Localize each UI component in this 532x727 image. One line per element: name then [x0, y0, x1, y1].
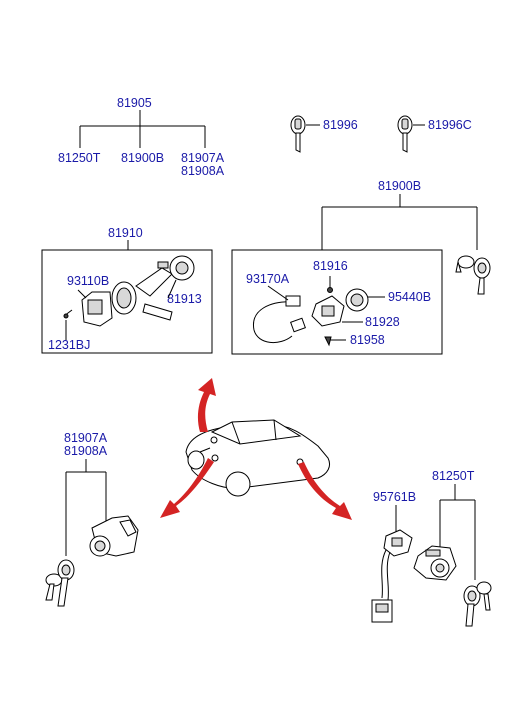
label-81905[interactable]: 81905: [117, 96, 152, 110]
label-81908A-top[interactable]: 81908A: [181, 164, 225, 178]
label-81900B-top[interactable]: 81900B: [121, 151, 164, 165]
label-95761B[interactable]: 95761B: [373, 490, 416, 504]
label-93170A[interactable]: 93170A: [246, 272, 290, 286]
tree-81907A-bottom: 81907A 81908A: [45, 431, 139, 607]
label-93110B[interactable]: 93110B: [67, 274, 109, 288]
label-81958[interactable]: 81958: [350, 333, 385, 347]
box-81900B-parts: 93170A 81916 95440B 81928 81958: [231, 249, 443, 355]
car-illustration: [185, 419, 331, 497]
label-81910[interactable]: 81910: [108, 226, 143, 240]
arrow-to-right: [298, 462, 352, 520]
label-81996[interactable]: 81996: [323, 118, 358, 132]
label-81250T-bottom[interactable]: 81250T: [432, 469, 475, 483]
label-1231BJ[interactable]: 1231BJ: [48, 338, 90, 352]
tree-81905: 81905 81250T 81900B 81907A 81908A: [58, 96, 225, 178]
label-81913[interactable]: 81913: [167, 292, 202, 306]
arrow-to-top: [197, 378, 216, 432]
tree-81900B: 81900B: [321, 179, 491, 295]
label-81908A-bottom[interactable]: 81908A: [64, 444, 108, 458]
label-81900B-mid[interactable]: 81900B: [378, 179, 421, 193]
key-81996C: 81996C: [397, 115, 472, 153]
tree-81250T-bottom: 81250T 95761B: [371, 469, 492, 627]
label-81250T-top[interactable]: 81250T: [58, 151, 101, 165]
box-81910: 81910 93110B 81913 1231BJ: [41, 226, 213, 354]
label-81928[interactable]: 81928: [365, 315, 400, 329]
arrow-to-left: [160, 458, 214, 518]
key-81996: 81996: [290, 115, 358, 153]
label-81916[interactable]: 81916: [313, 259, 348, 273]
label-95440B[interactable]: 95440B: [388, 290, 431, 304]
label-81907A-top[interactable]: 81907A: [181, 151, 225, 165]
label-81907A-bottom[interactable]: 81907A: [64, 431, 108, 445]
label-81996C[interactable]: 81996C: [428, 118, 472, 132]
